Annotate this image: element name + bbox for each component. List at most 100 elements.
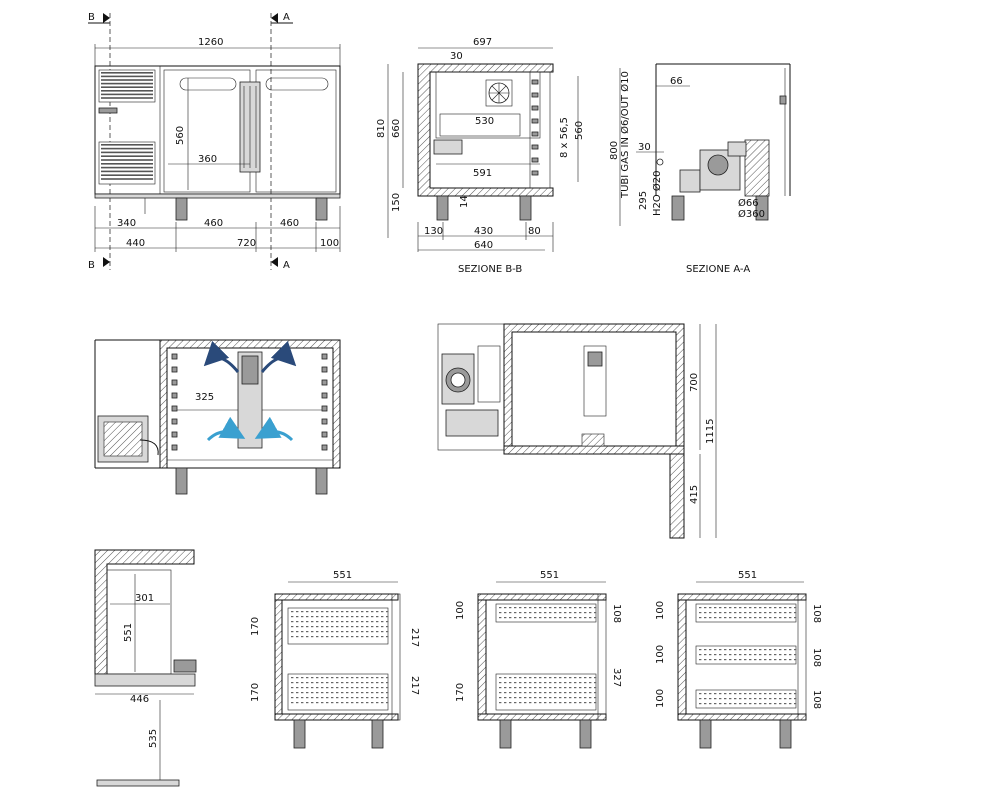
dim-430: 430	[474, 226, 493, 237]
section-title-bb: SEZIONE B-B	[458, 264, 522, 275]
foot	[755, 195, 769, 221]
dim-100: 100	[455, 601, 466, 620]
dim-66: 66	[670, 76, 683, 87]
dim-100: 100	[320, 238, 339, 249]
compressor-icon	[97, 415, 159, 463]
dim-440: 440	[126, 238, 145, 249]
marker-label: A	[283, 260, 290, 271]
evaporator-column	[583, 345, 607, 417]
airflow-arrow-icon	[203, 340, 240, 373]
dim-30: 30	[638, 142, 651, 153]
side-section: 301 551 446 535	[94, 549, 197, 787]
foot	[315, 467, 328, 495]
section-marker-b-top: B	[88, 12, 110, 24]
airflow-arrow-icon	[206, 416, 246, 442]
dim-810: 810	[376, 119, 387, 138]
foot	[371, 719, 384, 749]
dim-100: 100	[655, 689, 666, 708]
insulated-wall	[417, 63, 554, 197]
dim-460: 460	[280, 218, 299, 229]
dim-height-560: 560	[175, 126, 186, 145]
insulated-wall	[503, 323, 685, 451]
marker-label: A	[283, 12, 290, 23]
insulated-wall	[159, 339, 341, 469]
airflow-arrow-icon	[254, 416, 294, 442]
dim-800: 800	[609, 141, 620, 160]
door-handle-left	[179, 77, 237, 91]
dim-301: 301	[135, 593, 154, 604]
marker-label: B	[88, 12, 95, 23]
plan-view: 700 1115 415	[437, 323, 717, 539]
dim-551: 551	[123, 623, 134, 642]
section-marker-a-bottom: A	[271, 257, 290, 271]
foot	[699, 719, 712, 749]
foot	[579, 719, 592, 749]
dim-720: 720	[237, 238, 256, 249]
dim-295: 295	[638, 191, 649, 210]
dim-700: 700	[689, 373, 700, 392]
dim-217: 217	[409, 628, 420, 647]
dim-551: 551	[333, 570, 352, 581]
dim-446: 446	[130, 694, 149, 705]
foot	[519, 195, 532, 221]
section-a-a: 66 800 TUBI GAS IN Ø6/OUT Ø10 30 295 H2O…	[609, 63, 791, 275]
compressor-icon	[679, 139, 770, 197]
airflow-arrow-icon	[260, 340, 297, 373]
dim-width-360: 360	[198, 154, 217, 165]
dim-460: 460	[204, 218, 223, 229]
dim-415: 415	[689, 485, 700, 504]
door-handle-right	[265, 77, 329, 91]
foot	[293, 719, 306, 749]
fan-icon	[485, 79, 513, 107]
dim-327: 327	[611, 668, 622, 687]
airflow-section: 325	[94, 339, 341, 495]
label-gas-pipes: TUBI GAS IN Ø6/OUT Ø10	[619, 71, 631, 199]
drawer-variant-100-170: 551 100 170 108 327	[455, 570, 622, 749]
foot	[499, 719, 512, 749]
dim-591: 591	[473, 168, 492, 179]
dim-overall-width: 1260	[198, 37, 223, 48]
dim-640: 640	[474, 240, 493, 251]
dim-100: 100	[655, 601, 666, 620]
dim-660: 660	[391, 119, 402, 138]
dim-d360: Ø360	[738, 208, 765, 220]
label-h2o: H2O Ø20	[651, 170, 663, 216]
dim-551: 551	[738, 570, 757, 581]
refrigeration-unit	[435, 71, 541, 139]
vent-slats	[101, 72, 153, 180]
dim-170: 170	[250, 683, 261, 702]
foot	[175, 467, 188, 495]
dim-30: 30	[450, 51, 463, 62]
front-view: B A B A 1260	[88, 12, 341, 271]
control-panel	[98, 107, 118, 114]
dim-325: 325	[195, 392, 214, 403]
dim-170: 170	[455, 683, 466, 702]
shelf-rails	[171, 79, 539, 451]
drawer-variant-2x170: 551 170 170 217 217	[250, 570, 420, 749]
dim-108: 108	[611, 604, 622, 623]
marker-label: B	[88, 260, 95, 271]
dim-340: 340	[117, 218, 136, 229]
dim-108: 108	[811, 604, 822, 623]
drawer-variant-3x100: 551 100 100 100 108 108 108	[655, 570, 822, 749]
foot	[175, 197, 188, 221]
section-marker-b-bottom: B	[88, 257, 110, 271]
insulated-wall	[94, 549, 195, 675]
dim-535: 535	[148, 729, 159, 748]
foot	[779, 719, 792, 749]
foot	[315, 197, 328, 221]
foot	[671, 195, 685, 221]
foot	[436, 195, 449, 221]
drawer-perforations	[291, 607, 797, 705]
dim-108: 108	[811, 690, 822, 709]
section-marker-a-top: A	[271, 12, 293, 24]
compressor-icon	[441, 345, 501, 437]
dim-130: 130	[424, 226, 443, 237]
dim-108: 108	[811, 648, 822, 667]
vent-grille-upper	[98, 69, 156, 103]
dim-697: 697	[473, 37, 492, 48]
dim-14: 14	[459, 195, 470, 208]
dim-1115: 1115	[705, 419, 716, 444]
